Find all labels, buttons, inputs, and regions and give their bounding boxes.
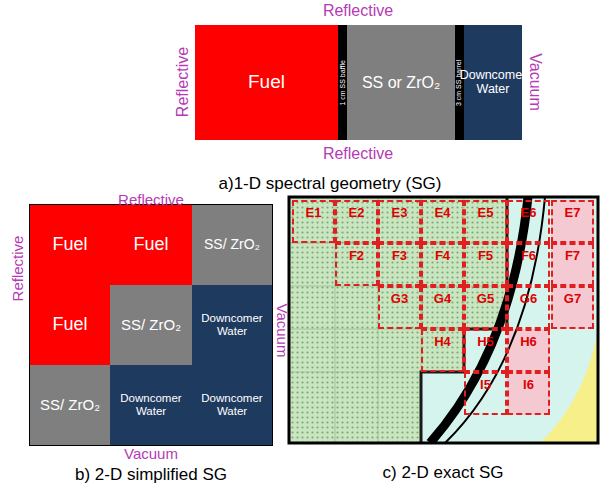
region-label: Fuel <box>49 315 90 335</box>
cell-label: E4 <box>432 206 454 220</box>
region-label: Fuel <box>130 235 171 255</box>
cell-label: E5 <box>475 206 497 220</box>
cell-label: I6 <box>520 378 537 392</box>
material-region: 1 cm SS baffle <box>338 25 347 140</box>
material-region: SS/ ZrO₂ <box>192 205 272 285</box>
region-label: 1 cm SS baffle <box>339 60 347 105</box>
region-cell: E1 <box>292 200 335 243</box>
region-cell: E6 <box>507 200 550 243</box>
cell-label: E7 <box>562 206 584 220</box>
region-cell: F6 <box>507 243 550 286</box>
boundary-condition: Reflective <box>11 235 26 301</box>
region-cell: F5 <box>464 243 507 286</box>
region-cell: G5 <box>464 286 507 329</box>
material-region: Fuel <box>195 25 338 140</box>
boundary-condition: Vacuum <box>275 303 290 357</box>
region-cell: E4 <box>421 200 464 243</box>
boundary-condition: Reflective <box>323 146 393 162</box>
region-cell: E7 <box>551 200 594 243</box>
region-cell: F4 <box>421 243 464 286</box>
cell-label: G7 <box>561 292 584 306</box>
boundary-condition: Reflective <box>323 3 393 19</box>
material-region: Fuel <box>30 205 110 285</box>
region-label: Fuel <box>245 72 288 93</box>
frame <box>289 197 598 443</box>
cell-label: F3 <box>389 249 410 263</box>
cell-label: H4 <box>431 335 454 349</box>
region-label: Downcomer Water <box>110 392 192 417</box>
region-label: SS/ ZrO₂ <box>37 397 103 414</box>
region-label: Fuel <box>49 235 90 255</box>
cell-label: G5 <box>474 292 497 306</box>
region-cell: G6 <box>507 286 550 329</box>
material-region: Fuel <box>30 285 110 365</box>
region-cell: E2 <box>335 200 378 243</box>
region-cell: F3 <box>378 243 421 286</box>
cell-label: F7 <box>562 249 583 263</box>
boundary-condition: Vacuum <box>124 446 178 461</box>
cell-label: E2 <box>346 206 368 220</box>
region-cell: G3 <box>378 286 421 329</box>
region-cell: H6 <box>507 329 550 372</box>
region-cell: H5 <box>464 329 507 372</box>
cell-label: E6 <box>518 206 540 220</box>
panel-caption: b) 2-D simplified SG <box>75 466 227 483</box>
region-cell: H4 <box>421 329 464 372</box>
cell-label: H6 <box>517 335 540 349</box>
region-label: Downcomer Water <box>192 312 272 337</box>
panel-caption: a)1-D spectral geometry (SG) <box>219 175 442 192</box>
region-label: SS/ ZrO₂ <box>201 237 263 252</box>
region-cell: I5 <box>464 372 507 415</box>
material-region: SS/ ZrO₂ <box>30 365 110 445</box>
core-picture <box>289 197 598 443</box>
region-cell: E3 <box>378 200 421 243</box>
material-region: Downcomer Water <box>110 365 192 445</box>
cell-label: F2 <box>346 249 367 263</box>
region-cell: I6 <box>507 372 550 415</box>
region-label: SS/ ZrO₂ <box>118 317 184 334</box>
cell-label: G6 <box>517 292 540 306</box>
boundary-condition: Vacuum <box>527 53 543 111</box>
region-label: 3 cm SS barrel <box>456 59 464 105</box>
material-region: Fuel <box>110 205 192 285</box>
region-cell: G7 <box>551 286 594 329</box>
cell-label: F6 <box>518 249 539 263</box>
region-label: Downcomer Water <box>192 392 272 417</box>
cell-label: G4 <box>431 292 454 306</box>
cell-label: F5 <box>475 249 496 263</box>
material-region: Downcomer Water <box>192 365 272 445</box>
region-cell: F7 <box>551 243 594 286</box>
region-label: SS or ZrO₂ <box>359 74 443 92</box>
material-region: SS or ZrO₂ <box>347 25 455 140</box>
cell-label: H5 <box>474 335 497 349</box>
boundary-condition: Reflective <box>118 192 184 207</box>
cell-label: E1 <box>303 206 325 220</box>
cell-label: F4 <box>432 249 453 263</box>
cell-label: E3 <box>389 206 411 220</box>
material-region: 3 cm SS barrel <box>455 25 464 140</box>
region-cell: F2 <box>335 243 378 286</box>
cell-label: I5 <box>477 378 494 392</box>
material-region: Downcomer Water <box>192 285 272 365</box>
region-cell: E5 <box>464 200 507 243</box>
region-label: Downcomer Water <box>457 69 530 97</box>
material-region: Downcomer Water <box>464 25 522 140</box>
region-cell: G4 <box>421 286 464 329</box>
boundary-condition: Reflective <box>175 47 191 117</box>
cell-label: G3 <box>388 292 411 306</box>
panel-caption: c) 2-D exact SG <box>383 464 504 481</box>
material-region: SS/ ZrO₂ <box>110 285 192 365</box>
